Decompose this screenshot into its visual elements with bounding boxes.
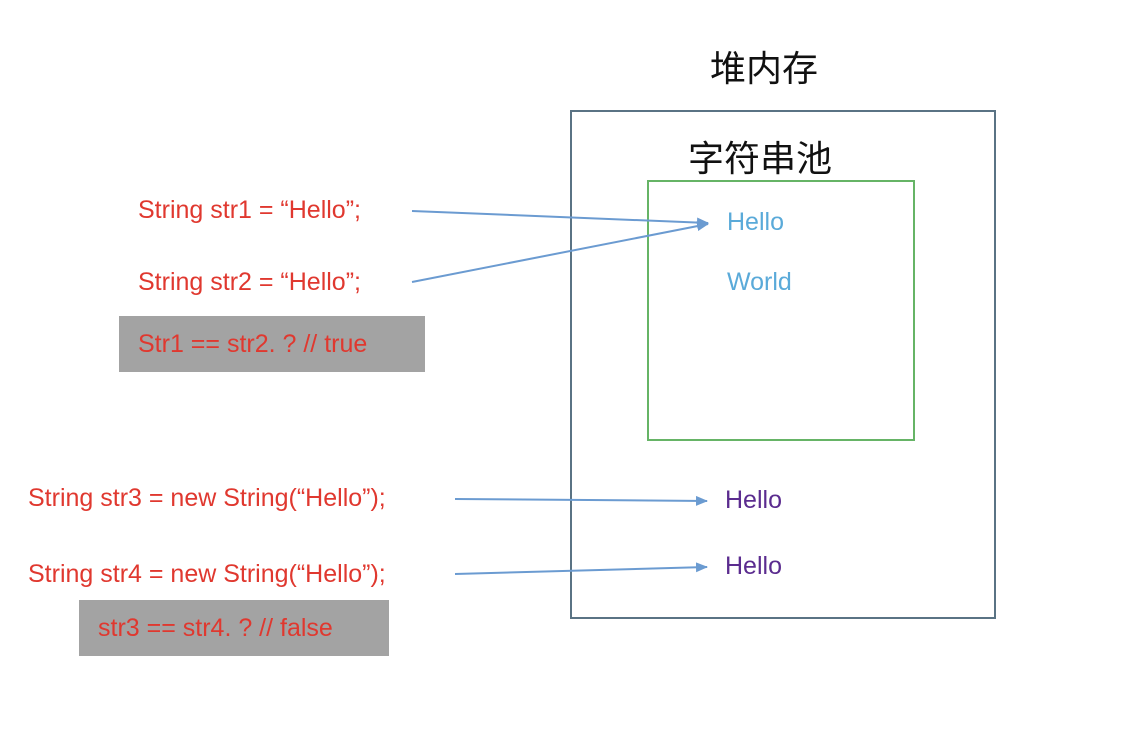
- arrow-str2-to-pool-hello: [411, 221, 709, 283]
- compare-text-1: Str1 == str2. ? // true: [138, 330, 368, 358]
- arrow-str3-to-heap-hello-1: [454, 495, 708, 506]
- code-str4: String str4 = new String(“Hello”);: [28, 560, 386, 588]
- heap-string-hello-2: Hello: [725, 552, 782, 580]
- string-pool-box: [647, 180, 915, 441]
- string-pool-title: 字符串池: [688, 139, 833, 180]
- pool-string-hello: Hello: [727, 208, 784, 236]
- arrow-str1-to-pool-hello: [411, 210, 709, 228]
- code-str3: String str3 = new String(“Hello”);: [28, 484, 386, 512]
- pool-string-world: World: [727, 268, 792, 296]
- heap-string-hello-1: Hello: [725, 486, 782, 514]
- heap-memory-box: [570, 110, 996, 619]
- heap-title: 堆内存: [710, 49, 819, 90]
- code-str1: String str1 = “Hello”;: [138, 196, 361, 224]
- arrow-str4-to-heap-hello-2: [454, 562, 708, 575]
- compare-box-2: str3 == str4. ? // false: [79, 600, 389, 656]
- code-str2: String str2 = “Hello”;: [138, 268, 361, 296]
- compare-text-2: str3 == str4. ? // false: [98, 614, 333, 642]
- compare-box-1: Str1 == str2. ? // true: [119, 316, 425, 372]
